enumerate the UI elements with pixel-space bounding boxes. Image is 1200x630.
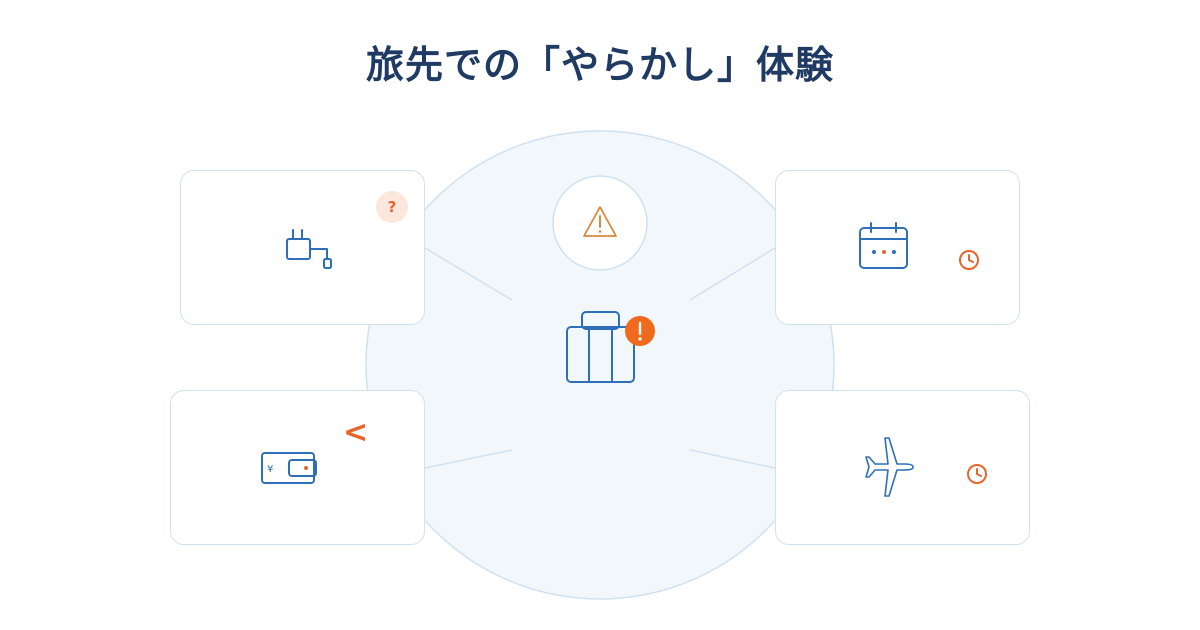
- connector-line: [689, 247, 776, 301]
- power-adapter-icon: [286, 229, 332, 269]
- connector-line: [689, 449, 776, 469]
- connector-line: [424, 247, 513, 301]
- clock-icon: [959, 250, 979, 270]
- connector-line: [424, 449, 513, 469]
- warning-triangle-icon: [583, 206, 617, 237]
- card-schedule: [775, 170, 1020, 325]
- card-charger: ?: [180, 170, 425, 325]
- clock-icon: [967, 464, 987, 484]
- hub-circle: [365, 130, 835, 600]
- card-flight: [775, 390, 1030, 545]
- page-title: 旅先での「やらかし」体験: [365, 43, 834, 87]
- question-badge: ?: [376, 191, 408, 223]
- calendar-icon: [859, 222, 908, 269]
- wallet-icon: ¥: [261, 452, 317, 484]
- airplane-icon: [865, 437, 914, 497]
- alert-badge: [625, 316, 655, 346]
- card-money: ¥ <: [170, 390, 425, 545]
- currency-symbol: ¥: [267, 464, 273, 475]
- suitcase-icon: [566, 311, 635, 383]
- less-than-badge: <: [343, 415, 369, 450]
